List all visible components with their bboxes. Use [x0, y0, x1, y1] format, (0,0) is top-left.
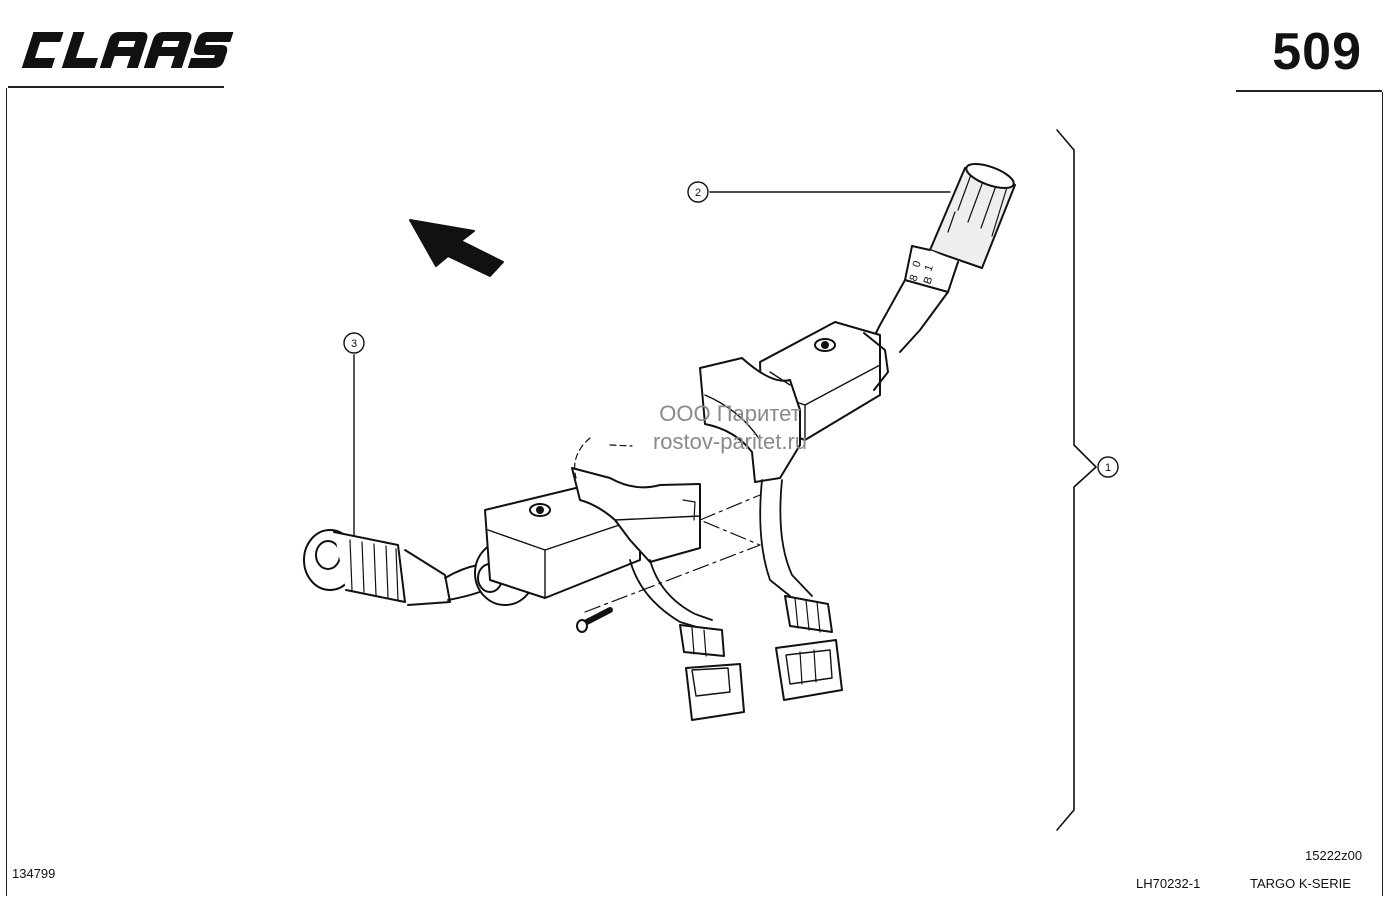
switch-markings: 0 1 8 B: [908, 259, 936, 286]
claas-logo: [21, 32, 234, 68]
header-rule-right: [1236, 90, 1382, 92]
part-reference: LH70232-1: [1136, 876, 1201, 891]
callout-label: 1: [1105, 462, 1111, 474]
callout-1: 1: [1097, 456, 1119, 478]
switch-marking: 0: [911, 259, 924, 269]
callout-2: 2: [687, 181, 709, 203]
figure-code: 15222z00: [1305, 848, 1363, 863]
watermark: ООО Паритет rostov-paritet.ru: [560, 400, 900, 456]
page-number: 509: [1272, 23, 1362, 81]
switch-right: [699, 162, 1016, 701]
switch-left: [303, 437, 745, 721]
callout-label: 2: [695, 187, 701, 199]
switch-marking: 1: [923, 263, 936, 273]
header-rule-left: [8, 86, 224, 88]
series-name: TARGO K-SERIE: [1250, 876, 1351, 891]
assembly-guide: [584, 494, 761, 613]
direction-arrow: [409, 219, 504, 277]
switch-marking: B: [922, 275, 936, 286]
screw: [576, 607, 613, 633]
assembly-bracket: [1056, 129, 1097, 831]
frame-left: [6, 88, 7, 896]
switch-marking: 8: [908, 273, 921, 283]
watermark-line-2: rostov-paritet.ru: [652, 429, 808, 454]
frame-right: [1382, 92, 1383, 896]
watermark-line-1: ООО Паритет: [659, 401, 801, 426]
callout-label: 3: [351, 338, 357, 350]
doc-id: 134799: [12, 866, 56, 881]
callout-3: 3: [343, 332, 365, 354]
